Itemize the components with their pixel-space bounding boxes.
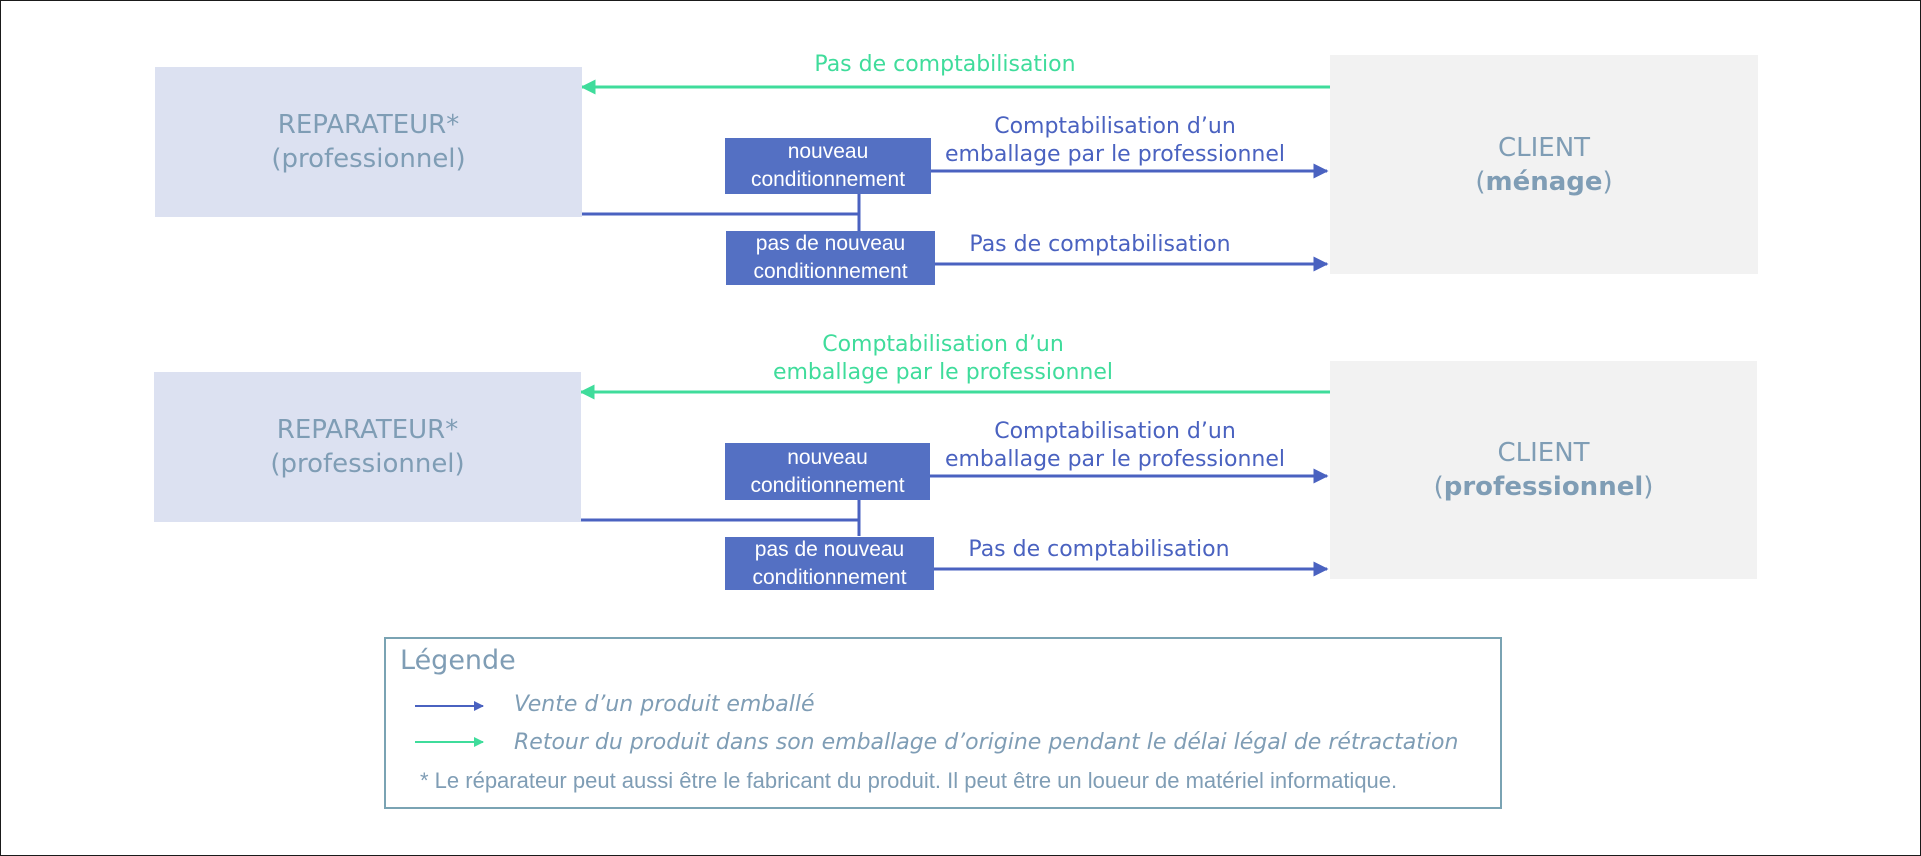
top-repairer-box: REPARATEUR* (professionnel) <box>155 67 582 217</box>
top-none-label: Pas de comptabilisation <box>969 232 1231 257</box>
top-repairer-title: REPARATEUR* <box>277 110 460 140</box>
bottom-repairer-subtitle: (professionnel) <box>270 449 465 479</box>
bottom-client-title: CLIENT <box>1497 438 1590 468</box>
top-client-box: CLIENT (ménage) <box>1330 55 1758 274</box>
legend-return-text: Retour du produit dans son emballage d’o… <box>514 730 1459 755</box>
bottom-none-label: Pas de comptabilisation <box>968 537 1230 562</box>
bottom-client-box: CLIENT (professionnel) <box>1330 361 1757 579</box>
top-client-title: CLIENT <box>1497 132 1591 163</box>
legend-footnote: * Le réparateur peut aussi être le fabri… <box>420 768 1398 793</box>
top-repairer-connector <box>582 212 861 231</box>
top-client-type: (ménage) <box>1475 166 1613 197</box>
bottom-client-type: (professionnel) <box>1433 472 1654 502</box>
top-repairer-subtitle: (professionnel) <box>271 144 466 174</box>
legend-sale-text: Vente d’un produit emballé <box>514 692 815 717</box>
bottom-repairer-title: REPARATEUR* <box>276 415 459 445</box>
top-return-label: Pas de comptabilisation <box>814 52 1076 77</box>
bottom-repairer-connector <box>581 518 861 536</box>
legend-box: Légende Vente d’un produit emballé Retou… <box>384 637 1502 809</box>
legend-title: Légende <box>400 645 516 676</box>
bottom-repairer-box: REPARATEUR* (professionnel) <box>154 372 581 522</box>
